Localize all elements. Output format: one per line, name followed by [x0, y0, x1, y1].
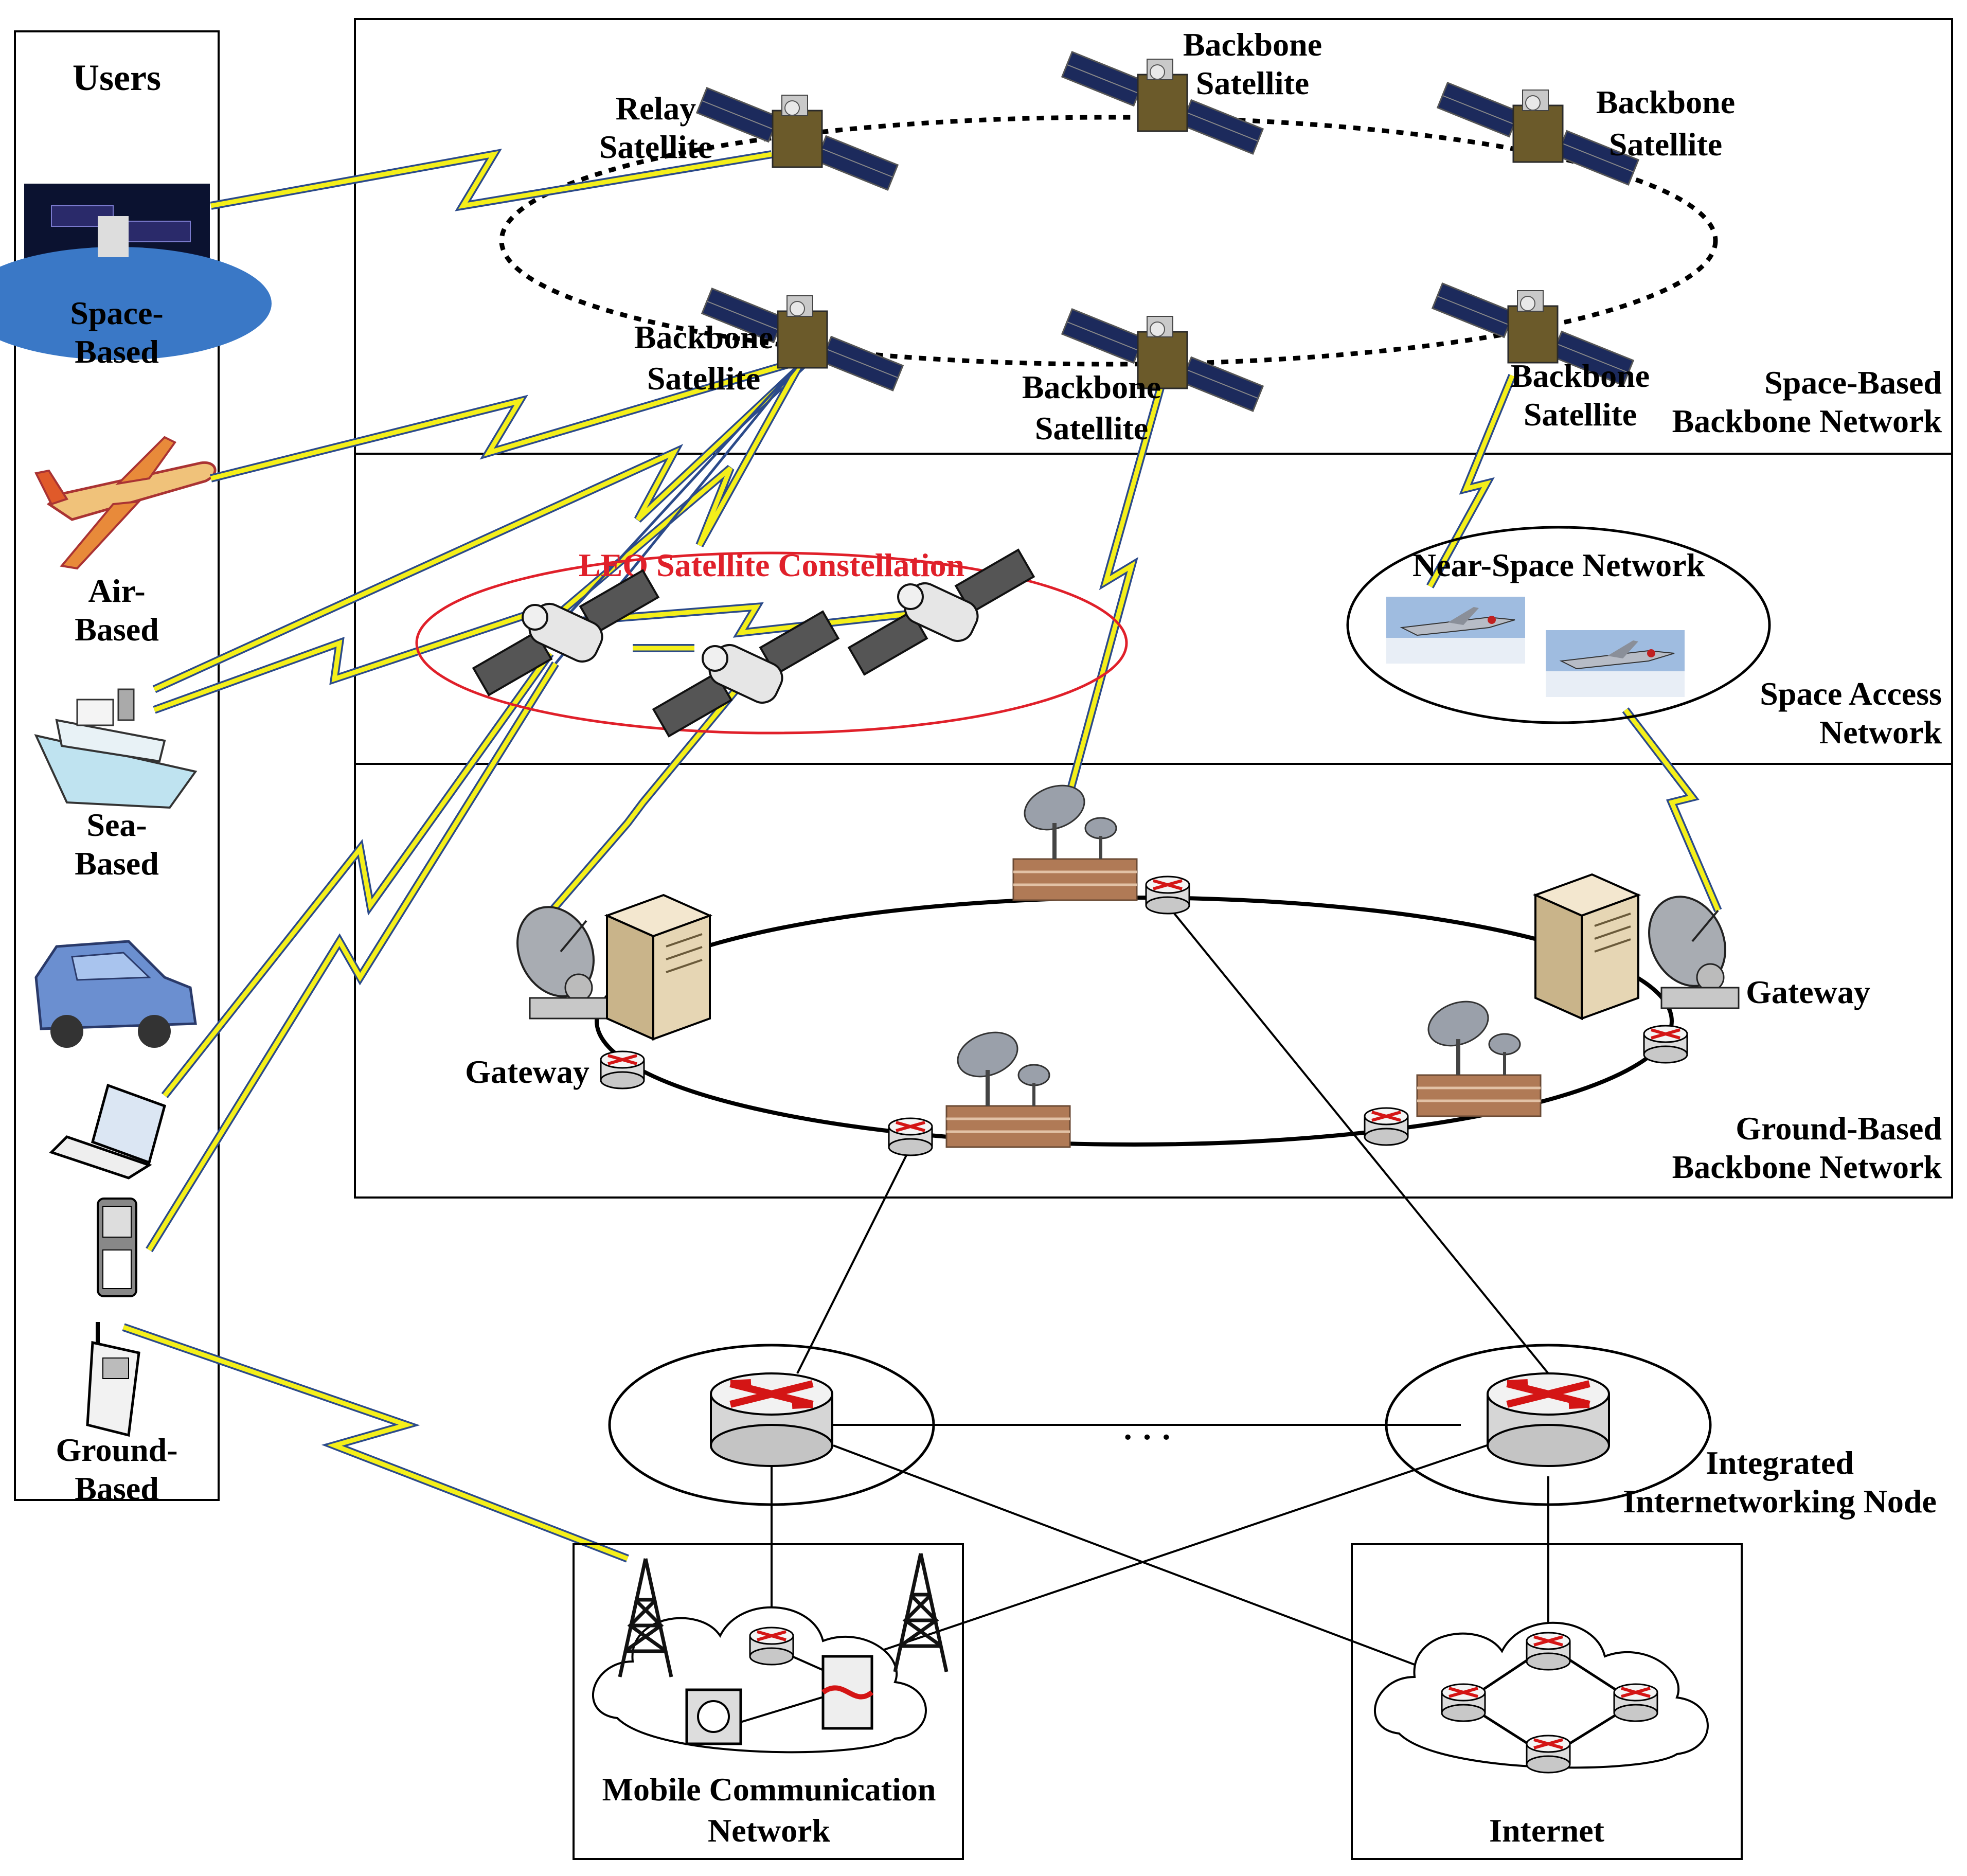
backbone-satellite-left-label-1: Backbone: [634, 319, 773, 355]
internet-router-right-icon: [1614, 1684, 1657, 1721]
ground-based-label-2: Based: [75, 1470, 159, 1507]
mobile-network-panel: Mobile Communication Network: [573, 1543, 964, 1860]
integrated-node-right-ring: [1385, 1344, 1712, 1506]
ground-station-right-icon: [1417, 994, 1541, 1116]
backbone-orbit: [499, 115, 1718, 367]
link-cross-2: [879, 1439, 1503, 1652]
relay-satellite-label-2: Satellite: [599, 129, 712, 165]
router-ring-right-icon: [1365, 1108, 1408, 1145]
internet-panel: Internet: [1351, 1543, 1743, 1860]
mobile-network-label-1: Mobile Communication: [602, 1771, 936, 1808]
firewall-icon: [821, 1655, 874, 1730]
backbone-satellite-bottom-label-2: Satellite: [1035, 410, 1148, 446]
link-cross-1: [833, 1444, 1461, 1683]
mobile-network-label-2: Network: [708, 1812, 831, 1849]
car-icon: [34, 940, 197, 1048]
router-ring-bottom-icon: [889, 1118, 932, 1155]
integrated-node-label-2: Internetworking Node: [1623, 1483, 1937, 1520]
link-space-user-relay: [210, 148, 773, 211]
sea-based-label-2: Based: [75, 845, 159, 882]
backbone-satellite-bottom-right-label-1: Backbone: [1511, 358, 1650, 394]
space-station-image: [0, 184, 272, 360]
link-leo-gateway: [526, 681, 744, 939]
internet-router-left-icon: [1442, 1684, 1485, 1721]
link-near-space-gateway: [1622, 707, 1722, 913]
mobile-router-icon: [750, 1628, 793, 1665]
backbone-satellite-left-label-2: Satellite: [647, 360, 760, 397]
users-title: Users: [73, 57, 161, 98]
link-ring-node-left: [796, 1147, 911, 1374]
mobile-phone-icon: [97, 1198, 137, 1297]
link-laptop-leo: [161, 651, 554, 1098]
ground-backbone-label-2: Backbone Network: [1672, 1149, 1942, 1185]
ship-icon: [34, 688, 198, 809]
backbone-satellite-right-label-2: Satellite: [1609, 126, 1722, 163]
relay-satellite-label-1: Relay: [616, 90, 696, 127]
integrated-node-left-router-icon: [711, 1373, 832, 1466]
integrated-node-right-router-icon: [1488, 1373, 1609, 1466]
router-ring-top-icon: [1146, 877, 1189, 914]
node-ellipsis: · · ·: [1122, 1419, 1172, 1455]
switch-icon: [685, 1688, 742, 1745]
near-space-label: Near-Space Network: [1412, 547, 1705, 583]
backbone-satellite-bottom-right-label-2: Satellite: [1524, 396, 1637, 433]
near-space-aircraft-1-image: [1386, 596, 1526, 664]
backbone-satellite-top-label-1: Backbone: [1183, 26, 1322, 63]
laptop-icon: [49, 1083, 167, 1180]
ground-based-label-1: Ground-: [56, 1432, 177, 1468]
handset-icon: [86, 1322, 140, 1437]
gateway-right-label: Gateway: [1746, 974, 1870, 1010]
gateway-right-server-icon: [1534, 873, 1639, 1020]
internet-router-bottom-icon: [1527, 1736, 1570, 1773]
space-backbone-label-1: Space-Based: [1764, 364, 1942, 401]
link-air-user-backbone: [210, 356, 804, 483]
near-space-ring: [1346, 526, 1771, 724]
tower-right-icon: [895, 1553, 946, 1672]
relay-satellite-icon: [696, 87, 899, 191]
sea-based-label-1: Sea-: [86, 807, 147, 843]
backbone-satellite-bottom-label-1: Backbone: [1022, 369, 1161, 405]
router-gateway-right-icon: [1644, 1026, 1687, 1063]
link-ring-node-right: [1167, 904, 1549, 1374]
wireless-links: [122, 148, 1722, 1563]
link-leo-crosslink-1: [560, 602, 926, 638]
space-access-label-1: Space Access: [1760, 675, 1942, 712]
backbone-satellite-top-label-2: Satellite: [1196, 65, 1309, 101]
internet-label: Internet: [1489, 1812, 1605, 1849]
gateway-right-dish-icon: [1634, 883, 1741, 1009]
ground-backbone-layer: [354, 763, 1953, 1199]
link-handset-mobile-network: [122, 1323, 629, 1563]
backbone-satellite-right-label-1: Backbone: [1596, 84, 1735, 120]
internet-router-top-icon: [1527, 1633, 1570, 1670]
link-sea-user-backbone: [152, 362, 806, 693]
ground-station-bottom-icon: [946, 1025, 1070, 1147]
leo-satellite-1-icon: [472, 569, 659, 696]
leo-constellation-ring: [415, 551, 1128, 735]
integrated-node-label-1: Integrated: [1706, 1444, 1854, 1481]
gateway-left-server-icon: [606, 894, 711, 1040]
air-based-label-2: Based: [75, 611, 159, 648]
ground-station-top-icon: [1013, 778, 1137, 900]
integrated-node-left-ring: [608, 1344, 935, 1506]
space-based-label-2: Based: [75, 333, 159, 370]
link-sea-user-leo: [153, 608, 537, 714]
link-leo-backbone: [558, 358, 806, 616]
link-backbone-ground-station: [1066, 379, 1167, 794]
space-backbone-label-2: Backbone Network: [1672, 403, 1942, 439]
users-panel: Users Space- Based Air- Based Sea- Based: [0, 30, 272, 1507]
space-based-label-1: Space-: [70, 295, 163, 331]
near-space-aircraft-2-image: [1545, 630, 1685, 698]
link-backbone-near-space: [1426, 373, 1516, 588]
ground-backbone-label-1: Ground-Based: [1736, 1110, 1942, 1147]
gateway-left-dish-icon: [502, 893, 609, 1020]
gateway-left-label: Gateway: [465, 1053, 589, 1090]
airplane-icon: [34, 436, 217, 570]
router-gateway-left-icon: [601, 1051, 644, 1088]
space-access-label-2: Network: [1819, 714, 1942, 751]
air-based-label-1: Air-: [88, 573, 145, 609]
link-phone-leo: [146, 661, 559, 1253]
